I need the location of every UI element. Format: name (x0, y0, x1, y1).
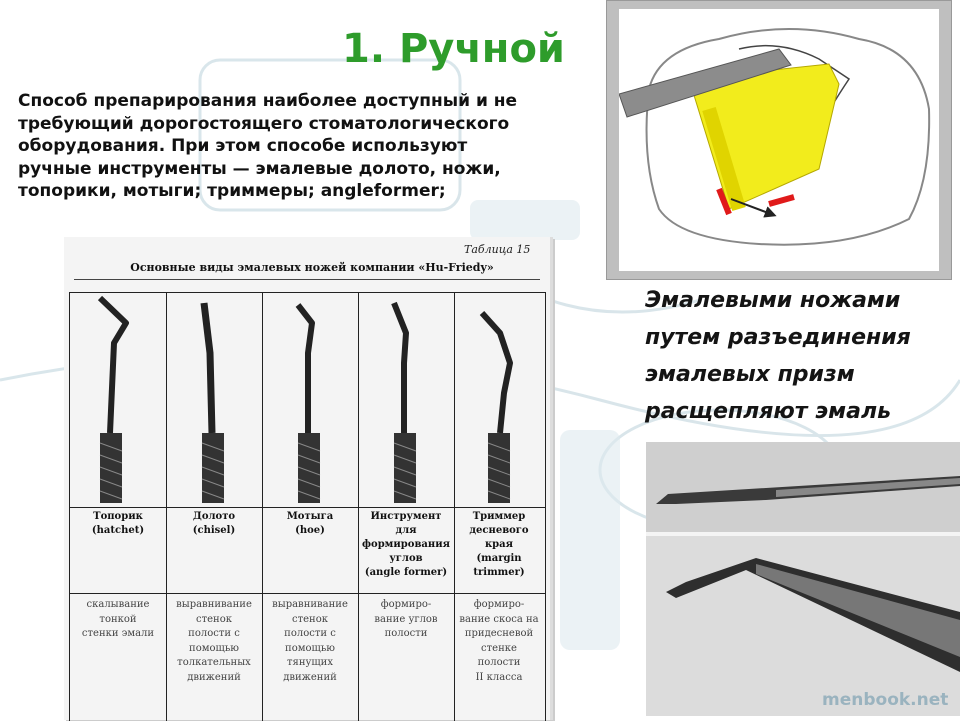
desc-line: выравнивание (176, 599, 252, 610)
enamel-knives-caption: Эмалевыми ножами путем разъединения эмал… (645, 282, 955, 430)
table-column-hatchet: Топорик (hatchet) скалывание тонкой стен… (70, 293, 167, 721)
desc-line: стенок (196, 613, 232, 625)
desc-line: скалывание (86, 599, 150, 610)
name-line: (hoe) (295, 525, 325, 536)
instrument-name: Триммер десневого края (margin trimmer) (454, 510, 544, 580)
instrument-name: Мотыга (hoe) (262, 510, 358, 538)
name-line: Топорик (93, 511, 143, 522)
table-caption: Таблица 15 (464, 243, 531, 256)
hatchet-instrument-image (97, 295, 129, 503)
instrument-purpose: формиро- вание углов полости (360, 598, 452, 642)
desc-line: толкательных (177, 657, 251, 668)
name-line: Долото (192, 511, 236, 522)
table-grid: Топорик (hatchet) скалывание тонкой стен… (69, 292, 546, 721)
tooth-preparation-image (618, 28, 931, 246)
desc-line: II класса (475, 671, 523, 683)
intro-line: оборудования. При этом способе использую… (18, 136, 468, 156)
name-line: десневого края (469, 525, 529, 550)
desc-line: вание углов (374, 613, 438, 625)
instrument-purpose: выравнивание стенок полости с помощью тя… (264, 598, 356, 685)
row-divider (70, 507, 545, 508)
instrument-purpose: формиро- вание скоса на придесневой стен… (456, 598, 542, 685)
name-line: Инструмент (370, 511, 442, 522)
name-line: (margin (476, 553, 522, 564)
hoe-instrument-image (295, 303, 321, 503)
caption-line: расщепляют эмаль (645, 399, 892, 424)
intro-line: Способ препарирования наиболее доступный… (18, 91, 518, 111)
instrument-name: Долото (chisel) (166, 510, 262, 538)
instrument-purpose: скалывание тонкой стенки эмали (72, 598, 164, 642)
desc-line: вание скоса на (459, 613, 539, 625)
desc-line: помощью (285, 642, 335, 654)
watermark: menbook.net (822, 690, 949, 710)
intro-line: топорики, мотыги; триммеры; angleformer; (18, 181, 446, 201)
name-line: Триммер (472, 511, 526, 522)
intro-text: Способ препарирования наиболее доступный… (18, 90, 578, 203)
desc-line: стенок (292, 613, 328, 625)
desc-line: тянущих (287, 657, 333, 668)
desc-line: выравнивание (272, 599, 348, 610)
table-column-hoe: Мотыга (hoe) выравнивание стенок полости… (262, 293, 359, 721)
name-line: углов (389, 553, 423, 564)
name-line: (hatchet) (91, 525, 145, 536)
name-line: для (395, 525, 417, 536)
instruments-table: Таблица 15 Основные виды эмалевых ножей … (64, 237, 553, 721)
table-column-chisel: Долото (chisel) выравнивание стенок поло… (166, 293, 263, 721)
desc-line: полости с (284, 628, 336, 639)
caption-line: эмалевых призм (645, 362, 855, 387)
name-line: формирования (362, 539, 450, 550)
desc-line: формиро- (380, 599, 432, 610)
intro-line: ручные инструменты — эмалевые долото, но… (18, 158, 501, 179)
name-line: trimmer) (473, 567, 525, 578)
caption-line: путем разъединения (645, 325, 911, 350)
page-title: 1. Ручной (342, 26, 565, 72)
instrument-purpose: выравнивание стенок полости с помощью то… (168, 598, 260, 685)
desc-line: формиро- (473, 599, 525, 610)
tooth-illustration-frame (618, 9, 939, 271)
desc-line: полости с (188, 628, 240, 639)
table-column-angle-former: Инструмент для формирования углов (angle… (358, 293, 455, 721)
divider (74, 279, 540, 280)
row-divider (70, 593, 545, 594)
caption-line: Эмалевыми ножами (645, 288, 901, 313)
table-column-margin-trimmer: Триммер десневого края (margin trimmer) … (454, 293, 544, 721)
tooth-illustration (606, 0, 952, 280)
desc-line: стенке (481, 642, 517, 654)
enamel-knives-image (646, 442, 960, 716)
margin-trimmer-instrument-image (479, 310, 513, 503)
desc-line: помощью (189, 642, 239, 654)
instrument-name: Топорик (hatchet) (70, 510, 166, 538)
desc-line: тонкой (99, 613, 137, 625)
desc-line: движений (283, 671, 337, 683)
chisel-instrument-image (200, 302, 225, 503)
angle-former-instrument-image (391, 301, 417, 503)
desc-line: стенки эмали (81, 628, 155, 639)
desc-line: придесневой (464, 628, 534, 639)
name-line: (angle former) (364, 567, 448, 578)
name-line: (chisel) (192, 525, 236, 536)
desc-line: полости (384, 628, 428, 639)
desc-line: полости (477, 657, 521, 668)
name-line: Мотыга (286, 511, 334, 522)
desc-line: движений (187, 671, 241, 683)
intro-line: требующий дорогостоящего стоматологическ… (18, 113, 510, 134)
enamel-knives-photo (646, 442, 960, 716)
table-heading: Основные виды эмалевых ножей компании «H… (130, 261, 494, 274)
instrument-name: Инструмент для формирования углов (angle… (358, 510, 454, 580)
